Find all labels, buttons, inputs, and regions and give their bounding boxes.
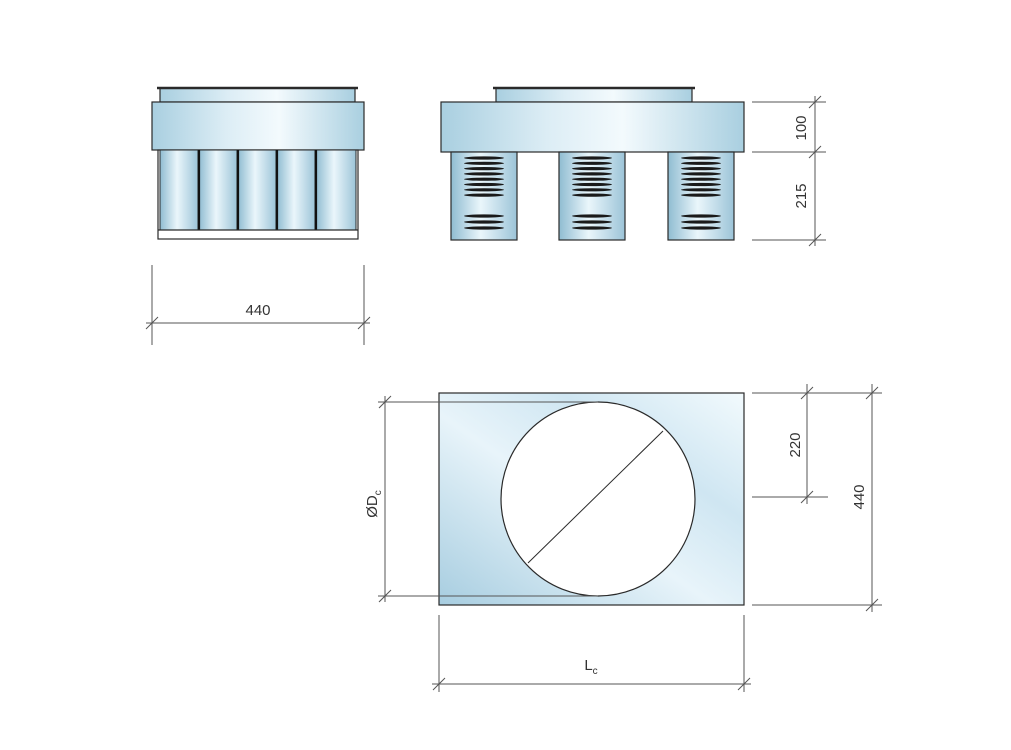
side-view xyxy=(440,86,745,241)
outlet-slot xyxy=(681,167,721,171)
dimension-depth xyxy=(752,384,882,612)
side-view-outlet-2 xyxy=(558,151,626,241)
outlet-slot xyxy=(572,188,612,192)
outlet-slot xyxy=(464,161,504,165)
outlet-slot xyxy=(572,167,612,171)
front-view-tubes xyxy=(159,149,357,231)
front-tube xyxy=(315,149,357,231)
front-view xyxy=(151,86,365,240)
dimension-side-width xyxy=(145,265,371,345)
outlet-slot xyxy=(464,193,504,197)
dimension-heights xyxy=(752,95,826,247)
outlet-slot xyxy=(572,172,612,176)
front-tube xyxy=(276,149,316,231)
outlet-slot xyxy=(681,177,721,181)
outlet-slot xyxy=(572,156,612,160)
outlet-slot xyxy=(681,193,721,197)
outlet-slot xyxy=(681,188,721,192)
outlet-slot xyxy=(464,167,504,171)
outlet-slot xyxy=(681,214,721,218)
outlet-slot xyxy=(464,214,504,218)
outlet-slot xyxy=(681,220,721,224)
outlet-slot xyxy=(681,172,721,176)
front-view-collar xyxy=(159,87,356,103)
dimension-length-label: Lc xyxy=(584,657,597,677)
dimension-length xyxy=(432,615,751,692)
outlet-slot xyxy=(464,188,504,192)
outlet-slot xyxy=(681,156,721,160)
top-view-duct-circle xyxy=(500,401,696,597)
outlet-slot xyxy=(464,156,504,160)
outlet-slot xyxy=(572,226,612,230)
outlet-slot xyxy=(464,182,504,187)
outlet-slots xyxy=(464,156,721,230)
front-tube xyxy=(159,149,199,231)
outlet-slot xyxy=(572,182,612,187)
outlet-slot xyxy=(572,161,612,165)
outlet-slot xyxy=(464,226,504,230)
outlet-slot xyxy=(464,172,504,176)
dimension-top-height-label: 100 xyxy=(793,115,810,140)
dimension-diameter xyxy=(378,395,598,603)
dimension-half-depth-label: 220 xyxy=(787,432,804,457)
top-view-damper-line xyxy=(527,430,664,564)
outlet-slot xyxy=(572,177,612,181)
side-view-top-box xyxy=(440,101,745,153)
top-view xyxy=(438,392,745,606)
front-tube xyxy=(237,149,277,231)
front-tube xyxy=(198,149,238,231)
dimension-plenum-height-label: 215 xyxy=(793,183,810,208)
outlet-slot xyxy=(464,220,504,224)
dimension-diameter-label: ØDc xyxy=(364,490,384,518)
outlet-slot xyxy=(681,182,721,187)
outlet-slot xyxy=(572,220,612,224)
dimension-depth-label: 440 xyxy=(851,484,868,509)
outlet-slot xyxy=(572,214,612,218)
front-view-top-box xyxy=(151,101,365,151)
outlet-slot xyxy=(681,226,721,230)
outlet-slot xyxy=(464,177,504,181)
side-view-collar xyxy=(495,87,693,103)
outlet-slot xyxy=(681,161,721,165)
dimension-side-width-label: 440 xyxy=(245,302,270,319)
outlet-slot xyxy=(572,193,612,197)
